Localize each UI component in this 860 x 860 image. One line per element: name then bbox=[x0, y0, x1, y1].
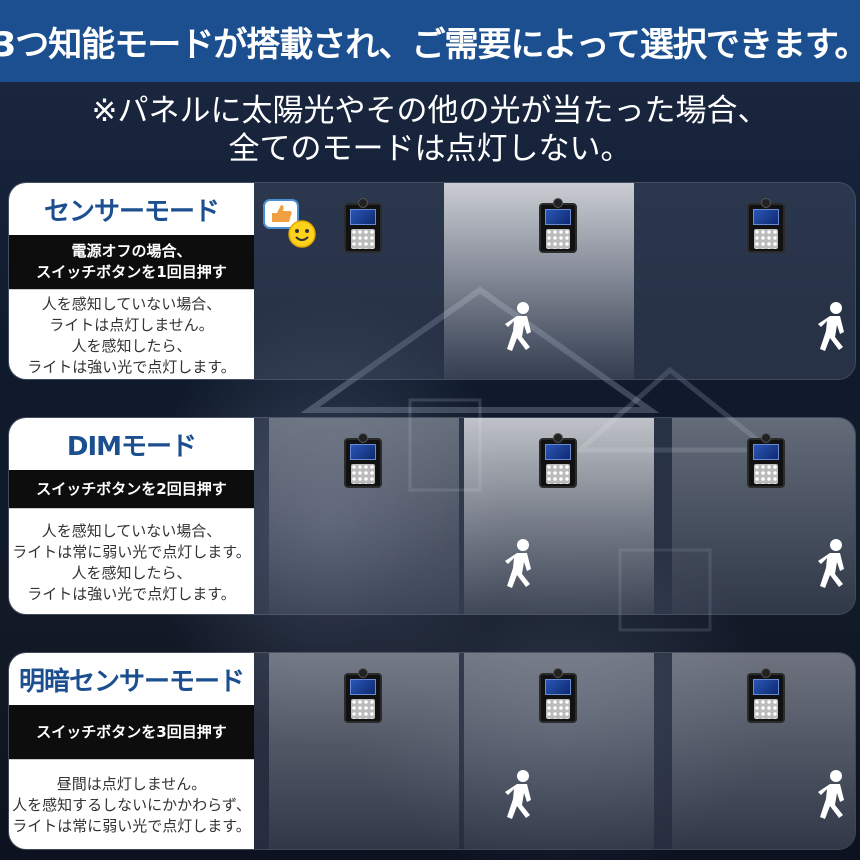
mode-instruction: 電源オフの場合、 スイッチボタンを1回目押す bbox=[9, 235, 254, 289]
mode-row-dim: DIMモード スイッチボタンを2回目押す 人を感知していない場合、 ライトは常に… bbox=[8, 417, 856, 615]
header-banner: 3つ知能モードが搭載され、ご需要によって選択できます。 bbox=[0, 0, 860, 82]
mode-row-sensor: センサーモード 電源オフの場合、 スイッチボタンを1回目押す 人を感知していない… bbox=[8, 182, 856, 380]
solar-light-icon bbox=[539, 433, 577, 488]
mode-panel: 明暗センサーモード スイッチボタンを3回目押す 昼間は点灯しません。 人を感知す… bbox=[9, 653, 254, 849]
notice-line-2: 全てのモードは点灯しない。 bbox=[228, 131, 632, 167]
solar-light-icon bbox=[539, 198, 577, 253]
mode-description: 人を感知していない場合、 ライトは常に弱い光で点灯します。 人を感知したら、 ラ… bbox=[9, 508, 254, 614]
mode-title: DIMモード bbox=[9, 418, 254, 470]
mode-row-light-sensor: 明暗センサーモード スイッチボタンを3回目押す 昼間は点灯しません。 人を感知す… bbox=[8, 652, 856, 850]
description-line: 人を感知するしないにかかわらず、 bbox=[12, 796, 251, 814]
mode-scene bbox=[254, 653, 855, 849]
mode-instruction: スイッチボタンを3回目押す bbox=[9, 705, 254, 759]
description-line: ライトは強い光で点灯します。 bbox=[27, 584, 236, 603]
description-line: 人を感知していない場合、 bbox=[41, 521, 222, 540]
instruction-line: スイッチボタンを1回目押す bbox=[36, 263, 227, 281]
thumbs-up-smiley-icon bbox=[263, 199, 316, 248]
walking-person-icon bbox=[818, 770, 844, 819]
solar-light-icon bbox=[747, 433, 785, 488]
solar-light-icon bbox=[747, 198, 785, 253]
mode-description: 昼間は点灯しません。 人を感知するしないにかかわらず、 ライトは常に弱い光で点灯… bbox=[9, 759, 254, 849]
mode-scene bbox=[254, 183, 855, 379]
walking-person-icon bbox=[505, 770, 531, 819]
solar-light-icon bbox=[747, 668, 785, 723]
description-line: ライトは常に弱い光で点灯します。 bbox=[12, 817, 251, 835]
mode-title: センサーモード bbox=[9, 183, 254, 235]
description-line: 人を感知したら、 bbox=[71, 336, 192, 355]
mode-panel: センサーモード 電源オフの場合、 スイッチボタンを1回目押す 人を感知していない… bbox=[9, 183, 254, 379]
description-line: ライトは点灯しません。 bbox=[49, 315, 214, 334]
instruction-line: スイッチボタンを3回目押す bbox=[36, 722, 227, 741]
walking-person-icon bbox=[818, 539, 844, 588]
instruction-line: スイッチボタンを2回目押す bbox=[36, 479, 227, 498]
mode-scene bbox=[254, 418, 855, 614]
mode-title: 明暗センサーモード bbox=[9, 653, 254, 705]
walking-person-icon bbox=[818, 302, 844, 351]
mode-description: 人を感知していない場合、 ライトは点灯しません。 人を感知したら、 ライトは強い… bbox=[9, 289, 254, 379]
solar-light-icon bbox=[344, 198, 382, 253]
solar-light-icon bbox=[344, 668, 382, 723]
solar-light-icon bbox=[539, 668, 577, 723]
instruction-line: 電源オフの場合、 bbox=[71, 242, 192, 260]
mode-instruction: スイッチボタンを2回目押す bbox=[9, 470, 254, 508]
walking-person-icon bbox=[505, 539, 531, 588]
description-line: 昼間は点灯しません。 bbox=[56, 775, 207, 793]
description-line: ライトは常に弱い光で点灯します。 bbox=[12, 542, 251, 561]
mode-panel: DIMモード スイッチボタンを2回目押す 人を感知していない場合、 ライトは常に… bbox=[9, 418, 254, 614]
description-line: 人を感知していない場合、 bbox=[41, 294, 222, 313]
description-line: 人を感知したら、 bbox=[71, 563, 192, 582]
notice-text: ※パネルに太陽光やその他の光が当たった場合、 全てのモードは点灯しない。 bbox=[0, 92, 860, 168]
walking-person-icon bbox=[505, 302, 531, 351]
notice-line-1: ※パネルに太陽光やその他の光が当たった場合、 bbox=[91, 93, 769, 129]
solar-light-icon bbox=[344, 433, 382, 488]
description-line: ライトは強い光で点灯します。 bbox=[27, 357, 236, 376]
page-title: 3つ知能モードが搭載され、ご需要によって選択できます。 bbox=[0, 24, 860, 65]
